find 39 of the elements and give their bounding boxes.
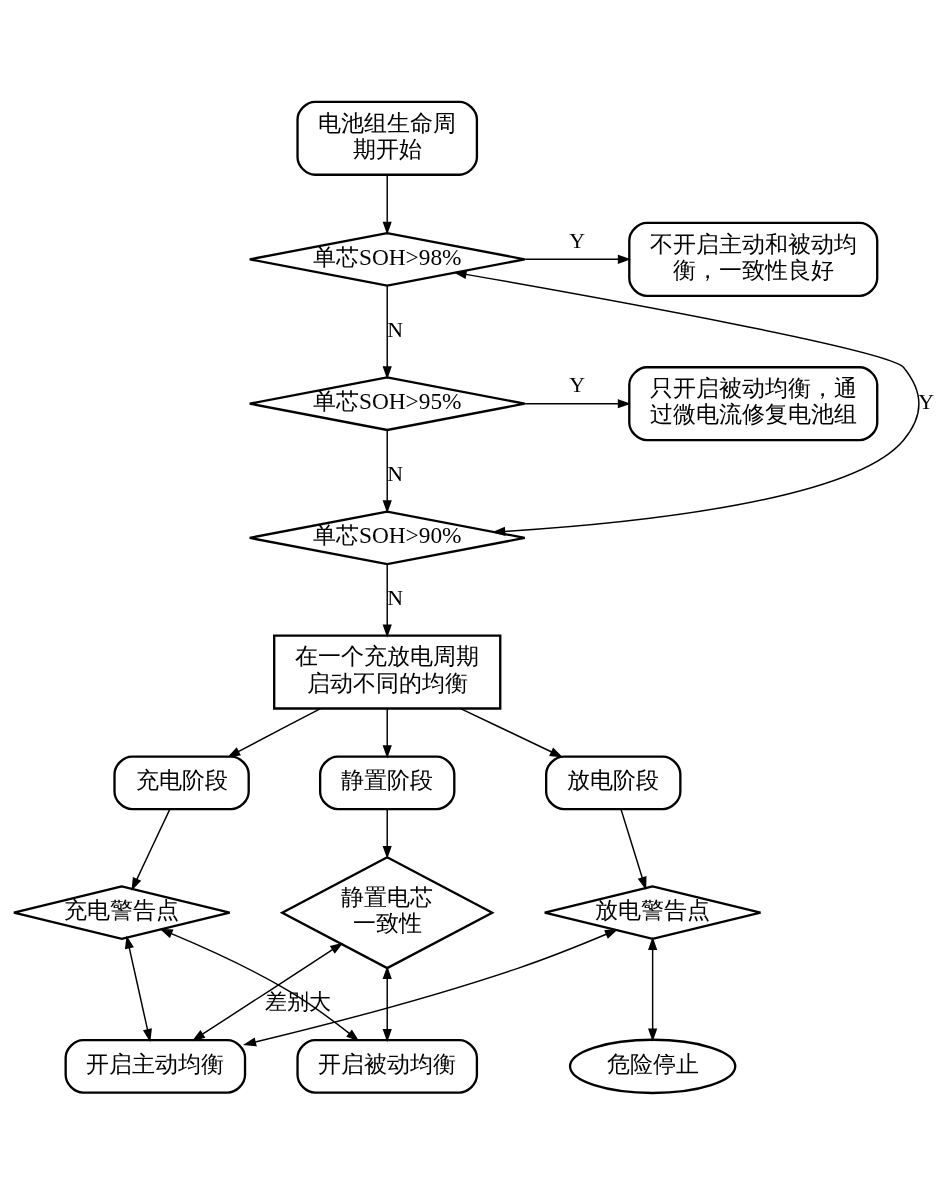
arrow <box>382 808 392 859</box>
arrow <box>382 285 392 380</box>
arrow <box>227 707 322 758</box>
arrow <box>131 808 171 891</box>
node-box: 在一个充放电周期启动不同的均衡 <box>273 634 502 710</box>
node-diamond: 静置电芯一致性 <box>279 855 495 970</box>
arrow <box>382 708 392 759</box>
arrow <box>648 936 658 1042</box>
node-box: 开启被动均衡 <box>296 1038 479 1094</box>
edge-label: N <box>387 317 404 342</box>
edge-label: Y <box>569 228 585 253</box>
edge-label: N <box>387 462 404 486</box>
node-ellipse: 危险停止 <box>568 1038 737 1095</box>
node-box: 充电阶段 <box>113 755 250 811</box>
arrow <box>524 254 631 264</box>
arrow <box>191 942 344 1042</box>
node-diamond: 单芯SOH>98% <box>248 231 526 287</box>
arrow <box>453 269 920 536</box>
arrow <box>124 935 152 1043</box>
arrow <box>242 929 619 1047</box>
arrow <box>382 965 392 1043</box>
node-box: 放电阶段 <box>545 755 682 811</box>
node-box: 不开启主动和被动均衡，一致性良好 <box>628 221 879 297</box>
arrow <box>159 928 360 1042</box>
arrow <box>382 429 392 514</box>
arrow <box>620 808 647 891</box>
node-box: 只开启被动均衡，通过微电流修复电池组 <box>628 366 879 442</box>
edge-label: N <box>387 585 404 610</box>
arrow <box>382 563 392 638</box>
edge-label: 差别大 <box>265 989 332 1014</box>
node-box: 电池组生命周期开始 <box>296 100 479 176</box>
edge-label: Y <box>569 373 585 398</box>
node-box: 开启主动均衡 <box>64 1038 247 1094</box>
node-box: 静置阶段 <box>318 755 456 811</box>
arrow <box>459 707 563 758</box>
node-diamond: 单芯SOH>90% <box>248 510 526 566</box>
arrow <box>382 174 392 235</box>
node-diamond: 单芯SOH>95% <box>248 376 526 432</box>
arrow <box>524 399 631 409</box>
